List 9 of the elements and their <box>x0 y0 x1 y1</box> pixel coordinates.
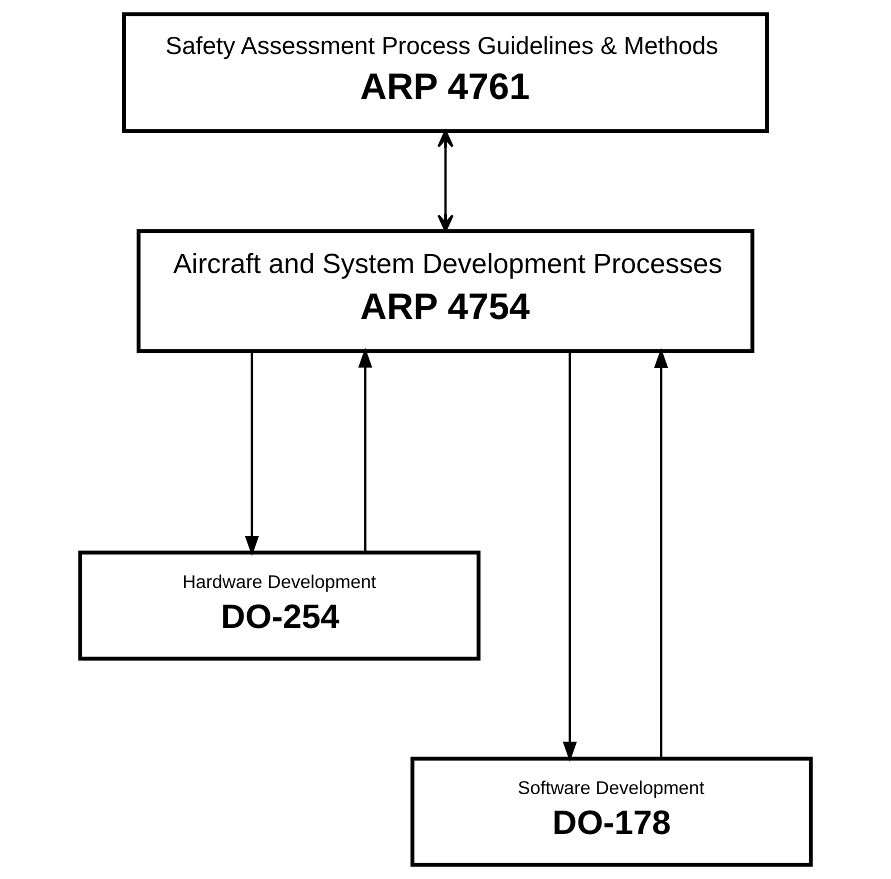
arrow <box>654 348 668 758</box>
arrow <box>358 348 372 552</box>
arrow <box>437 130 454 232</box>
node-box: Hardware Development DO-254 <box>78 550 480 661</box>
node-box: Software Development DO-178 <box>410 756 813 867</box>
node-box: Safety Assessment Process Guidelines & Methods ARP 4761 <box>122 12 769 133</box>
arrow <box>244 352 259 556</box>
node-box: Aircraft and System Development Processes ARP 4754 <box>136 229 754 353</box>
arrow <box>562 351 577 762</box>
